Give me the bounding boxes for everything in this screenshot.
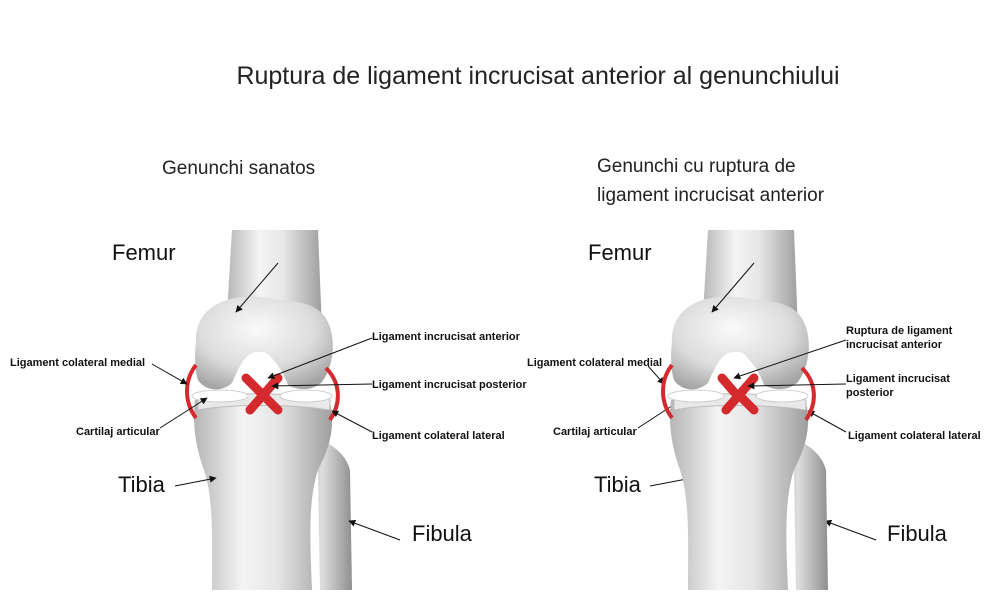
torn-acl-knee-illustration (661, 228, 847, 592)
fibula-label: Fibula (412, 521, 472, 546)
lcl-label: Ligament colateral lateral (848, 430, 981, 442)
right-caption-line-2: ligament incrucisat anterior (597, 185, 825, 206)
healthy-knee-illustration (185, 228, 373, 592)
mcl-label: Ligament colateral medial (527, 357, 663, 369)
mcl-label: Ligament colateral medial (10, 357, 146, 369)
tibia-label: Tibia (594, 472, 641, 497)
pcl-label: Ligament incrucisat posterior (846, 372, 950, 400)
femur-label: Femur (588, 240, 652, 265)
pcl-label-line-1: Ligament incrucisat (846, 373, 950, 385)
tibia-label: Tibia (118, 472, 165, 497)
lcl-label: Ligament colateral lateral (372, 430, 505, 442)
acl-label: Ligament incrucisat anterior (372, 331, 520, 343)
torn-acl-label: Ruptura de ligament incrucisat anterior (846, 324, 952, 352)
cartilage-label: Cartilaj articular (76, 426, 160, 438)
right-caption: Genunchi cu ruptura de ligament incrucis… (597, 152, 824, 210)
left-caption: Genunchi sanatos (162, 154, 315, 183)
pcl-label: Ligament incrucisat posterior (372, 379, 527, 391)
torn-acl-label-line-1: Ruptura de ligament (846, 325, 953, 337)
right-caption-line-1: Genunchi cu ruptura de (597, 156, 796, 177)
cartilage-label: Cartilaj articular (553, 426, 637, 438)
torn-acl-label-line-2: incrucisat anterior (846, 339, 942, 351)
left-caption-line: Genunchi sanatos (162, 158, 316, 179)
fibula-label: Fibula (887, 521, 947, 546)
femur-label: Femur (112, 240, 176, 265)
pcl-label-line-2: posterior (846, 387, 894, 399)
page-title: Ruptura de ligament incrucisat anterior … (236, 62, 840, 90)
